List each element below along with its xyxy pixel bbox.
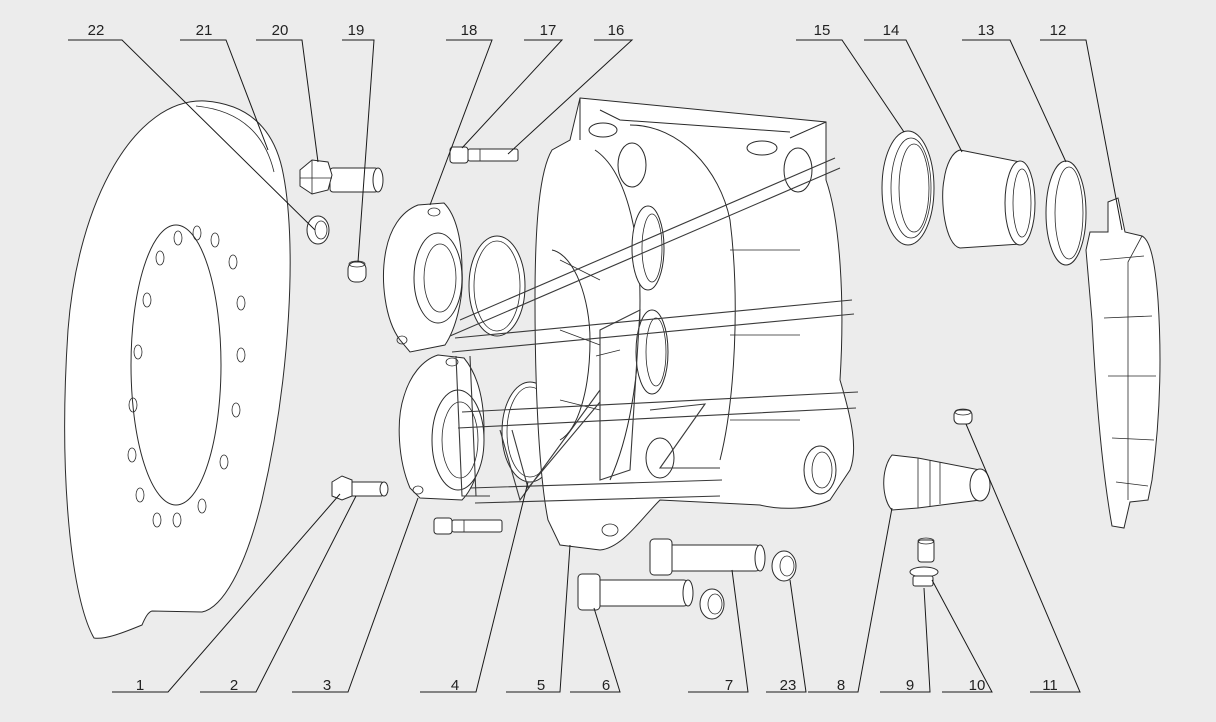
callout-7: 7 bbox=[725, 677, 733, 694]
part-8-pin bbox=[883, 454, 991, 511]
part-9-10-bleeder bbox=[909, 537, 939, 587]
part-6-guide-pin bbox=[577, 573, 694, 611]
watermark-logo bbox=[449, 157, 859, 504]
callout-12: 12 bbox=[1050, 22, 1067, 39]
part-1-shield bbox=[64, 100, 291, 639]
callout-10: 10 bbox=[969, 677, 986, 694]
callout-14: 14 bbox=[883, 22, 900, 39]
lower-screw bbox=[433, 517, 503, 535]
callout-16: 16 bbox=[608, 22, 625, 39]
callout-20: 20 bbox=[272, 22, 289, 39]
part-22-ring bbox=[306, 215, 330, 245]
callout-13: 13 bbox=[978, 22, 995, 39]
callout-3: 3 bbox=[323, 677, 331, 694]
part-23-ring bbox=[699, 550, 797, 620]
callout-21: 21 bbox=[196, 22, 213, 39]
leader-lines bbox=[68, 39, 1123, 693]
part-12-brake-pad bbox=[1085, 197, 1161, 529]
callout-5: 5 bbox=[537, 677, 545, 694]
callout-labels: 22 21 20 19 18 17 16 15 14 13 12 1 2 3 4… bbox=[88, 22, 1067, 694]
part-2-bleed-screw bbox=[331, 475, 389, 501]
callout-9: 9 bbox=[906, 677, 914, 694]
callout-22: 22 bbox=[88, 22, 105, 39]
callout-6: 6 bbox=[602, 677, 610, 694]
callout-19: 19 bbox=[348, 22, 365, 39]
callout-2: 2 bbox=[230, 677, 238, 694]
callout-15: 15 bbox=[814, 22, 831, 39]
callout-11: 11 bbox=[1042, 677, 1058, 694]
part-17-screw bbox=[449, 146, 519, 164]
seal-ring-upper bbox=[468, 235, 526, 337]
part-14-piston bbox=[942, 149, 1036, 249]
callout-1: 1 bbox=[136, 677, 144, 694]
callout-23: 23 bbox=[780, 677, 797, 694]
part-5-caliper-housing bbox=[534, 97, 855, 551]
callout-8: 8 bbox=[837, 677, 845, 694]
callout-18: 18 bbox=[461, 22, 478, 39]
part-18-cover bbox=[383, 202, 463, 353]
part-20-bolt bbox=[299, 159, 384, 195]
part-3-cover bbox=[398, 354, 485, 501]
part-13-seal bbox=[1045, 160, 1087, 266]
part-7-guide-pin bbox=[649, 538, 766, 576]
callout-4: 4 bbox=[451, 677, 459, 694]
part-19-cap bbox=[347, 260, 367, 283]
shield-bolt-holes bbox=[127, 225, 246, 528]
part-11-cap bbox=[953, 408, 973, 425]
callout-17: 17 bbox=[540, 22, 557, 39]
part-15-seal bbox=[881, 130, 935, 246]
